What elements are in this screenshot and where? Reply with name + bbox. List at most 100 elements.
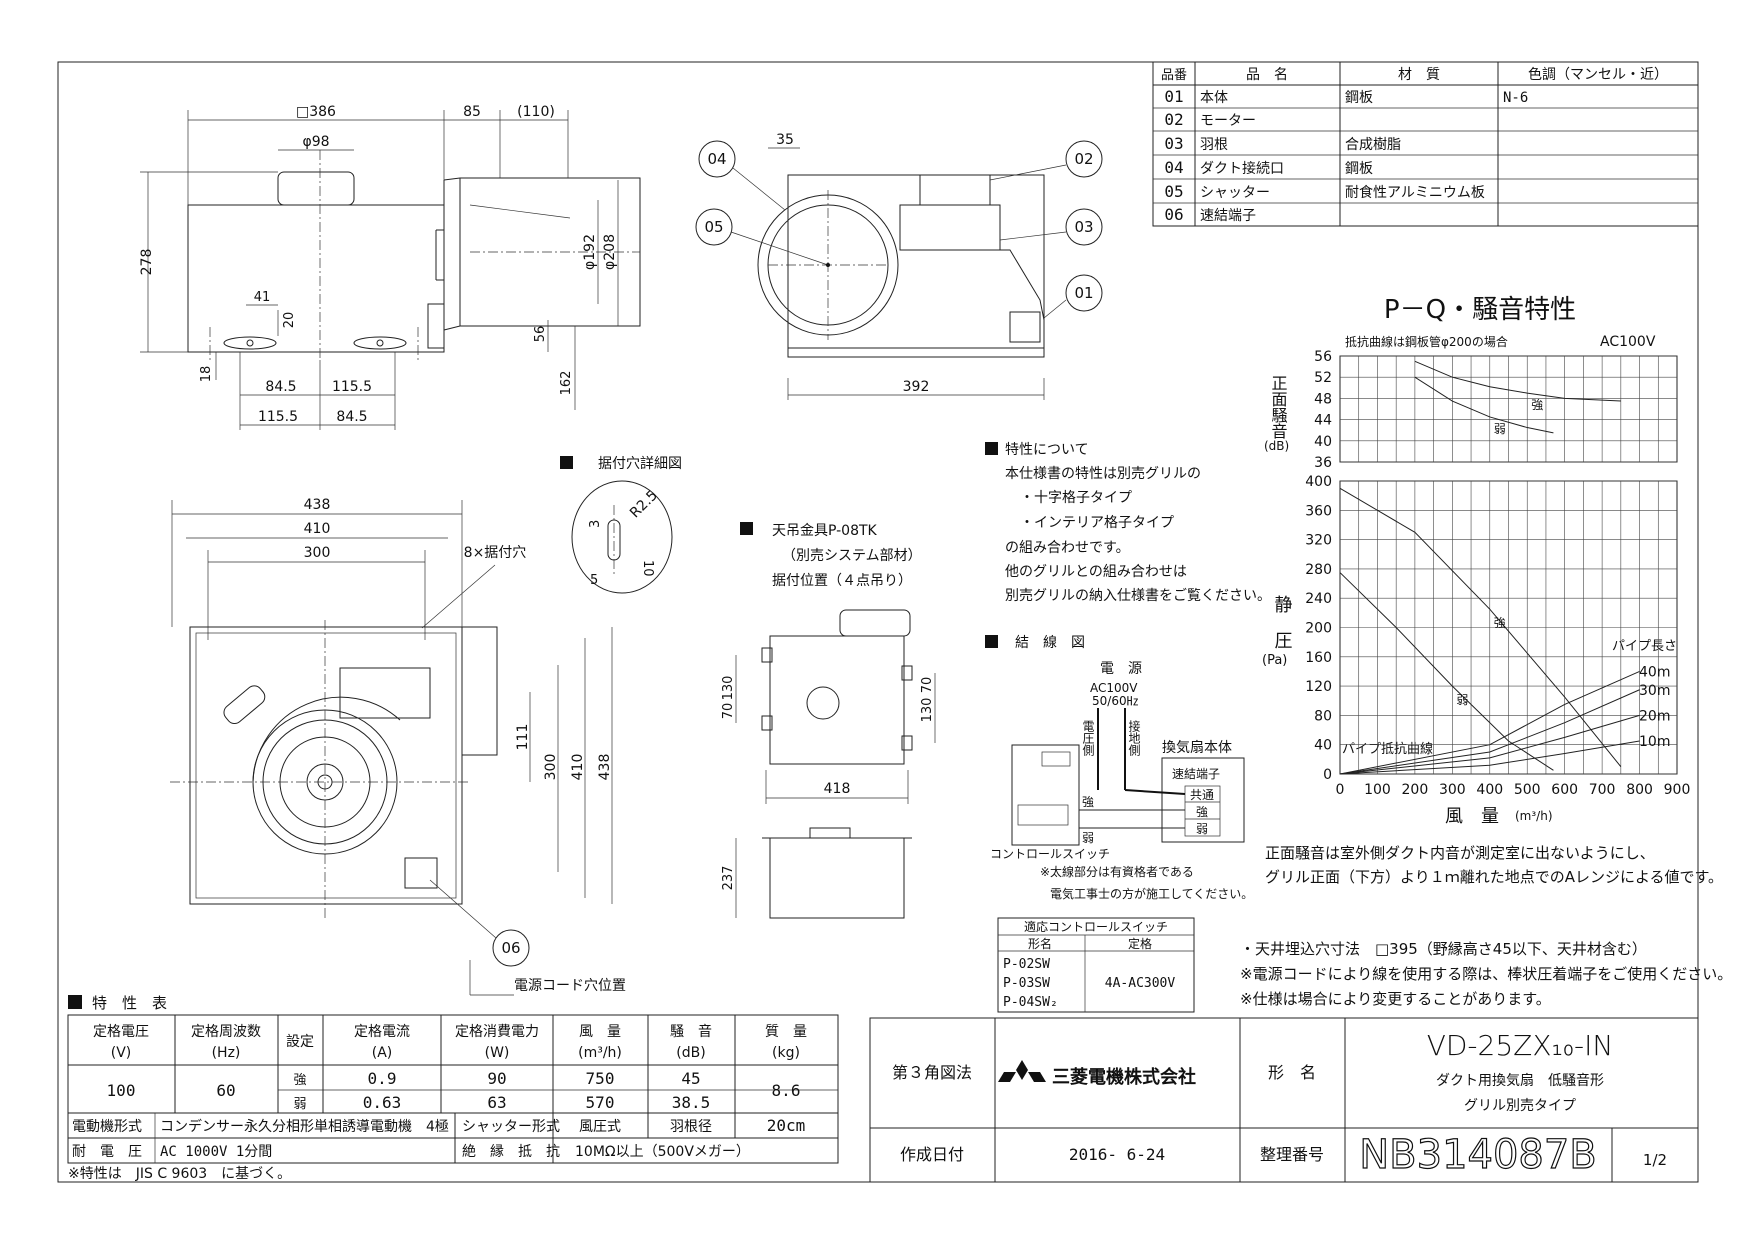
- resistance-label: 20m: [1639, 708, 1670, 724]
- noise-series-line: [1414, 376, 1554, 434]
- spec-blade-label: 羽根径: [670, 1119, 712, 1135]
- parts-header-color: 色調（マンセル・近）: [1528, 66, 1668, 83]
- spec-noise: 38.5: [672, 1093, 711, 1112]
- hanger-sub: （別売システム部材）: [782, 548, 922, 564]
- part-material: 鋼板: [1345, 90, 1373, 106]
- char-note-line-1: ・十字格子タイプ: [1020, 490, 1132, 506]
- char-note-line-3: の組み合わせです。: [1005, 540, 1130, 556]
- wiring-ac: AC100V: [1090, 681, 1138, 695]
- dim-237: 237: [721, 866, 736, 891]
- switch-table-h1: 形名: [1028, 936, 1052, 951]
- part-name: ダクト接続口: [1200, 160, 1284, 177]
- part-material: 耐食性アルミニウム板: [1345, 184, 1485, 201]
- pq-series-line: [1339, 487, 1622, 767]
- chart-subtitle: 抵抗曲線は鋼板管φ200の場合: [1345, 334, 1508, 349]
- noise-ytick: 36: [1314, 455, 1332, 471]
- pq-resistance-label: パイプ抵抗曲線: [1342, 741, 1433, 757]
- spec-header: 定格消費電力: [455, 1024, 539, 1040]
- model-desc-2: グリル別売タイプ: [1464, 1098, 1576, 1114]
- pq-ytick: 40: [1314, 738, 1332, 754]
- cord-hole-label: 電源コード穴位置: [514, 978, 626, 994]
- spec-motor-label: 電動機形式: [72, 1119, 142, 1135]
- dim-98: φ98: [302, 134, 329, 150]
- spec-withstand: AC 1000V 1分間: [160, 1144, 272, 1160]
- resistance-curve: [1339, 670, 1640, 775]
- ref-label: 整理番号: [1260, 1145, 1324, 1164]
- spec-title: 特 性 表: [92, 994, 167, 1012]
- noise-series-line: [1414, 360, 1621, 402]
- mount-hole-title: 据付穴詳細図: [598, 456, 682, 472]
- part-no: 06: [1164, 205, 1183, 224]
- dim-208: φ208: [602, 234, 618, 270]
- pq-ytick: 0: [1323, 767, 1332, 783]
- spec-flow: 750: [586, 1069, 615, 1088]
- char-note-line-2: ・インテリア格子タイプ: [1020, 515, 1174, 531]
- part-no: 01: [1164, 87, 1183, 106]
- spec-power: 90: [487, 1069, 506, 1088]
- spec-shutter: 風圧式: [579, 1119, 621, 1135]
- noise-series-label: 弱: [1494, 422, 1506, 436]
- switch-table-h2: 定格: [1128, 936, 1152, 951]
- date-label: 作成日付: [900, 1145, 964, 1164]
- wiring-terminal: 速結端子: [1172, 767, 1220, 781]
- spec-header: 騒 音: [670, 1023, 712, 1040]
- spec-power: 63: [487, 1093, 506, 1112]
- pq-xtick: 100: [1364, 782, 1391, 798]
- company-name: 三菱電機株式会社: [1052, 1066, 1196, 1088]
- callout-05: 05: [704, 218, 723, 236]
- dim-84-5-a: 84.5: [265, 379, 296, 395]
- pq-series-line: [1339, 572, 1554, 771]
- spec-blade: 20cm: [767, 1116, 806, 1135]
- part-material: 合成樹脂: [1345, 137, 1401, 153]
- parts-header-name: 品 名: [1246, 67, 1288, 83]
- dim-5: 5: [590, 573, 598, 588]
- projection-label: 第３角図法: [892, 1063, 972, 1082]
- wiring-title: 結 線 図: [1015, 635, 1085, 651]
- title-block: 第３角図法 三菱電機株式会社 形 名 VD-25ZX₁₀-IN ダクト用換気扇 …: [869, 1017, 1699, 1183]
- spec-header: 風 量: [579, 1024, 621, 1040]
- noise-yunit: (dB): [1264, 439, 1289, 453]
- pq-ytick: 280: [1305, 562, 1332, 578]
- dim-392: 392: [903, 379, 930, 395]
- dim-130-b: 130: [920, 698, 935, 723]
- spec-header: 質 量: [765, 1024, 807, 1040]
- callout-02: 02: [1074, 150, 1093, 168]
- noise-ytick: 40: [1314, 434, 1332, 450]
- pq-ytick: 160: [1305, 650, 1332, 666]
- pq-yunit: (Pa): [1262, 653, 1287, 668]
- switch-table: 適応コントロールスイッチ 形名 定格 P-02SW P-03SW P-04SW₂…: [997, 917, 1195, 1013]
- switch-model-1: P-03SW: [1003, 976, 1050, 991]
- pq-xtick: 800: [1626, 782, 1653, 798]
- holes-label: 8×据付穴: [464, 545, 527, 561]
- wiring-note-1: ※太線部分は有資格者である: [1040, 864, 1194, 879]
- pq-ytick: 400: [1305, 474, 1332, 490]
- pq-ytick: 80: [1314, 708, 1332, 724]
- pq-noise-chart: P－Q・騒音特性 抵抗曲線は鋼板管φ200の場合 AC100V 正面騒音 (dB…: [1262, 295, 1690, 827]
- spec-header: 定格周波数: [191, 1024, 261, 1040]
- wiring-note-2: 電気工事士の方が施工してください。: [1050, 886, 1253, 901]
- dim-162: 162: [559, 371, 574, 396]
- dim-300-h: 300: [304, 545, 331, 561]
- resistance-curve: [1339, 714, 1640, 775]
- dim-20: 20: [282, 312, 297, 329]
- dim-18: 18: [199, 366, 214, 383]
- pq-xtick: 600: [1551, 782, 1578, 798]
- switch-model-2: P-04SW₂: [1003, 995, 1058, 1010]
- dim-410-h: 410: [304, 521, 331, 537]
- pq-pipe-length-label: パイプ長さ: [1612, 639, 1677, 654]
- pq-xtick: 900: [1664, 782, 1691, 798]
- page-number: 1/2: [1643, 1151, 1667, 1169]
- spec-current: 0.63: [363, 1093, 402, 1112]
- char-note-line-4: 他のグリルとの組み合わせは: [1005, 564, 1187, 580]
- part-name: 本体: [1200, 90, 1228, 106]
- mitsubishi-logo-icon: [998, 1060, 1046, 1082]
- dim-70-a: 70: [721, 703, 736, 720]
- pq-ytick: 240: [1305, 591, 1332, 607]
- dim-115-5-b: 115.5: [258, 409, 298, 425]
- spec-insul: 10MΩ以上（500Vメガー）: [575, 1144, 750, 1160]
- parts-header-no: 品番: [1161, 68, 1187, 83]
- model-name: VD-25ZX₁₀-IN: [1427, 1029, 1614, 1062]
- model-label: 形 名: [1268, 1063, 1316, 1082]
- dim-300-v: 300: [543, 754, 559, 781]
